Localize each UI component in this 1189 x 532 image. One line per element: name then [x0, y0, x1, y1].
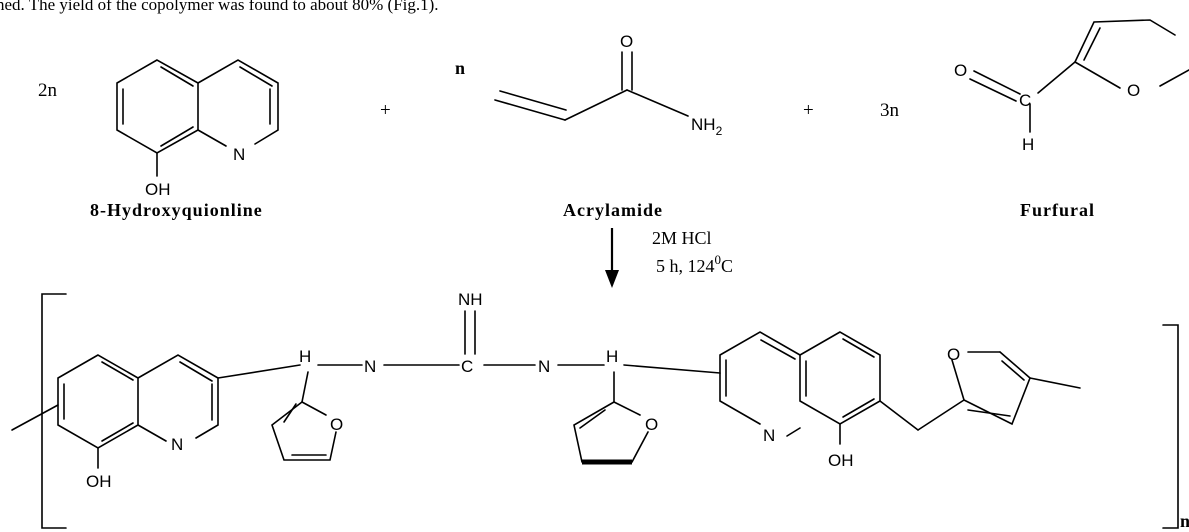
atom-h-1: H	[299, 347, 311, 366]
repeat-subscript-n: n	[1180, 511, 1189, 531]
reactant-acrylamide: n O NH2 Acrylamide	[455, 32, 723, 220]
condition-acid: 2M HCl	[652, 228, 712, 248]
atom-nh2: NH2	[691, 115, 723, 138]
atom-oh-left: OH	[86, 472, 112, 491]
name-8-hydroxyquinoline: 8-Hydroxyquionline	[90, 200, 263, 220]
atom-n-1: N	[364, 357, 376, 376]
coefficient-3n: 3n	[880, 100, 900, 121]
atom-o-aldehyde: O	[954, 61, 967, 80]
atom-n-right: N	[763, 426, 775, 445]
reaction-arrow: 2M HCl 5 h, 1240C	[605, 228, 733, 288]
atom-c-center: C	[461, 357, 473, 376]
name-furfural: Furfural	[1020, 200, 1095, 220]
coefficient-n: n	[455, 58, 466, 78]
coefficient-2n: 2n	[38, 80, 58, 101]
atom-h: H	[1022, 135, 1034, 154]
atom-n-2: N	[538, 357, 550, 376]
name-acrylamide: Acrylamide	[563, 200, 663, 220]
plus-sign-2: +	[803, 100, 814, 121]
atom-oh: OH	[145, 180, 171, 199]
atom-o-furan-1: O	[330, 415, 343, 434]
atom-oh-right: OH	[828, 451, 854, 470]
atom-nh: NH	[458, 290, 483, 309]
atom-o: O	[620, 32, 633, 51]
atom-n-left: N	[171, 435, 183, 454]
atom-n: N	[233, 145, 245, 164]
atom-o-ring: O	[1127, 81, 1140, 100]
atom-c: C	[1019, 91, 1031, 110]
product-copolymer: n N OH H N C NH N H	[11, 290, 1189, 531]
atom-h-2: H	[606, 347, 618, 366]
atom-o-furan-2: O	[645, 415, 658, 434]
reactant-furfural: 3n O C H O Furfural	[880, 19, 1189, 220]
condition-time-temp: 5 h, 1240C	[656, 252, 733, 276]
reactant-8-hydroxyquinoline: 2n N OH 8-Hydroxyquionline	[38, 59, 279, 220]
caption-text: ned. The yield of the copolymer was foun…	[0, 0, 439, 14]
atom-o-furan-3: O	[947, 345, 960, 364]
plus-sign-1: +	[380, 100, 391, 121]
